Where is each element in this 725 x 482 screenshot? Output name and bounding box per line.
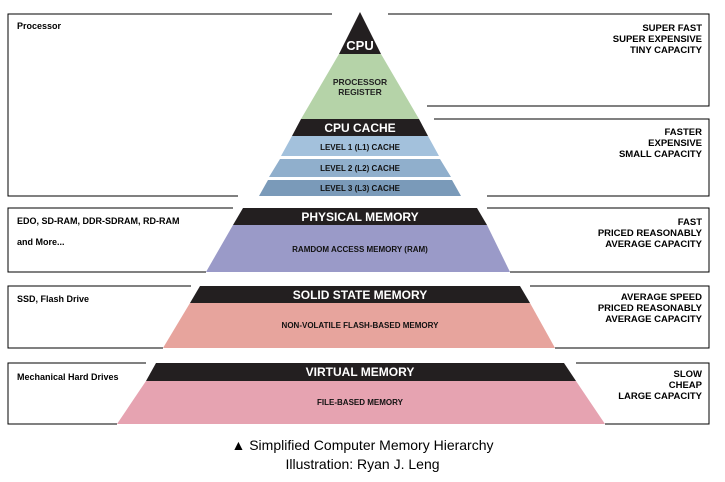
right-box-cache <box>434 118 710 197</box>
left-label-physical-line1: EDO, SD-RAM, DDR-SDRAM, RD-RAM <box>17 216 180 226</box>
virtual-memory-label: VIRTUAL MEMORY <box>306 365 415 379</box>
right-label-cache-3: SMALL CAPACITY <box>619 149 703 160</box>
physical-memory-band <box>233 208 487 225</box>
cpu-cache-label: CPU CACHE <box>324 121 395 135</box>
ram-label: RAMDOM ACCESS MEMORY (RAM) <box>292 245 428 254</box>
cpu-cache-band <box>292 119 428 136</box>
right-box-ssd <box>530 285 710 349</box>
l2-cache-band <box>269 159 451 177</box>
right-label-virtual-1: SLOW <box>674 369 703 380</box>
l1-cache-band <box>281 136 439 156</box>
left-box-virtual <box>7 362 146 425</box>
file-based-memory-band <box>117 381 605 424</box>
l3-cache-band <box>259 180 461 196</box>
right-label-cache-2: EXPENSIVE <box>648 138 702 149</box>
file-based-memory-label: FILE-BASED MEMORY <box>317 398 404 407</box>
flash-memory-band <box>163 303 555 348</box>
left-label-processor: Processor <box>17 21 62 31</box>
caption-title: ▲ Simplified Computer Memory Hierarchy <box>231 437 494 453</box>
right-label-virtual-3: LARGE CAPACITY <box>618 391 702 402</box>
l1-label: LEVEL 1 (L1) CACHE <box>320 143 401 152</box>
left-label-virtual: Mechanical Hard Drives <box>17 372 119 382</box>
right-label-virtual-2: CHEAP <box>669 380 703 391</box>
cpu-band <box>339 12 381 54</box>
right-label-cache-1: FASTER <box>665 127 703 138</box>
right-label-cpu-1: SUPER FAST <box>642 23 702 34</box>
right-box-physical <box>487 207 710 273</box>
left-label-ssd: SSD, Flash Drive <box>17 294 89 304</box>
left-box-ssd <box>7 285 191 349</box>
right-box-virtual <box>576 362 710 425</box>
caption-credit: Illustration: Ryan J. Leng <box>285 456 440 472</box>
l3-label: LEVEL 3 (L3) CACHE <box>320 184 401 193</box>
processor-register-band <box>301 54 419 119</box>
virtual-memory-band <box>146 363 576 381</box>
right-label-cpu-2: SUPER EXPENSIVE <box>613 34 702 45</box>
physical-memory-label: PHYSICAL MEMORY <box>301 210 418 224</box>
left-label-physical-line2: and More... <box>17 237 65 247</box>
right-label-physical-1: FAST <box>678 217 702 228</box>
l2-label: LEVEL 2 (L2) CACHE <box>320 164 401 173</box>
solid-state-memory-label: SOLID STATE MEMORY <box>293 288 427 302</box>
flash-memory-label: NON-VOLATILE FLASH-BASED MEMORY <box>282 321 440 330</box>
right-label-physical-2: PRICED REASONABLY <box>598 228 703 239</box>
right-label-ssd-1: AVERAGE SPEED <box>621 292 702 303</box>
right-label-cpu-3: TINY CAPACITY <box>630 45 703 56</box>
cpu-label: CPU <box>346 38 373 53</box>
ram-band <box>206 225 510 272</box>
left-box-physical <box>7 207 233 273</box>
right-label-physical-3: AVERAGE CAPACITY <box>605 239 702 250</box>
right-label-ssd-2: PRICED REASONABLY <box>598 303 703 314</box>
left-box-processor <box>7 13 332 197</box>
right-label-ssd-3: AVERAGE CAPACITY <box>605 314 702 325</box>
register-label-line2: REGISTER <box>338 87 381 97</box>
right-box-cpu <box>388 13 710 107</box>
register-label-line1: PROCESSOR <box>333 77 387 87</box>
solid-state-memory-band <box>190 286 530 303</box>
